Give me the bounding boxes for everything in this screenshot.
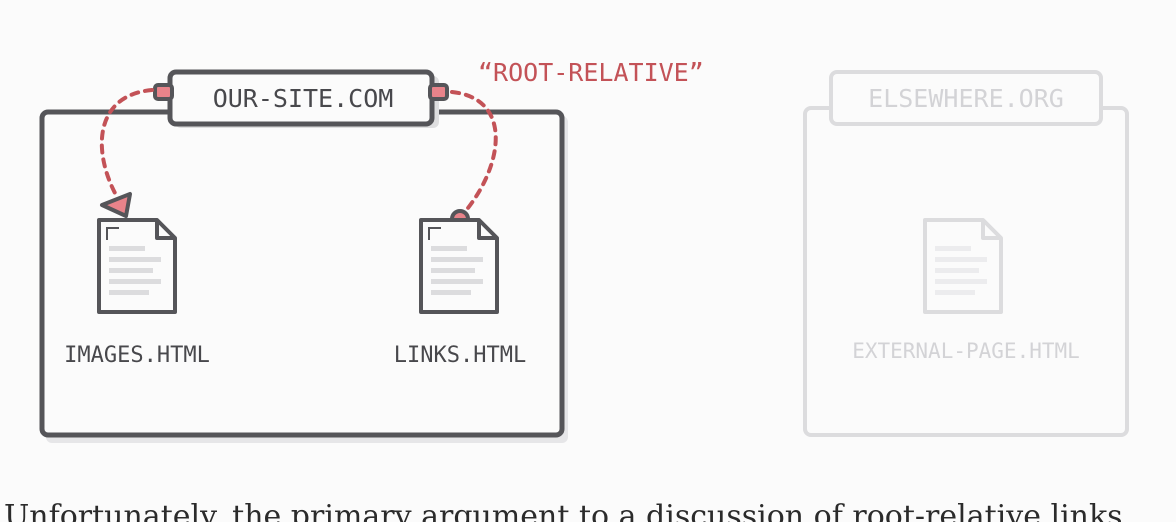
caption-text: Unfortunately, the primary argument to a… [4, 500, 1123, 522]
elsewhere-domain: ELSEWHERE.ORG [868, 84, 1064, 113]
link-path-images [99, 88, 154, 197]
file-label-images: IMAGES.HTML [64, 343, 210, 368]
root-relative-annotation: “ROOT-RELATIVE” [478, 58, 704, 87]
tab-right-pin [428, 83, 449, 101]
document-icon [97, 218, 177, 314]
our-site-panel: OUR-SITE.COM “ROOT-RELATIVE” [39, 58, 704, 443]
our-site-domain: OUR-SITE.COM [213, 84, 394, 113]
arrowhead-icon [100, 192, 132, 218]
document-icon [419, 218, 499, 314]
file-label-external: EXTERNAL-PAGE.HTML [852, 339, 1080, 363]
document-icon [923, 218, 1003, 314]
elsewhere-panel: ELSEWHERE.ORG EXTERNAL-PAGE.HTML [803, 70, 1129, 437]
file-label-links: LINKS.HTML [394, 343, 526, 368]
link-path-links [450, 90, 498, 210]
tab-left-pin [153, 83, 174, 101]
